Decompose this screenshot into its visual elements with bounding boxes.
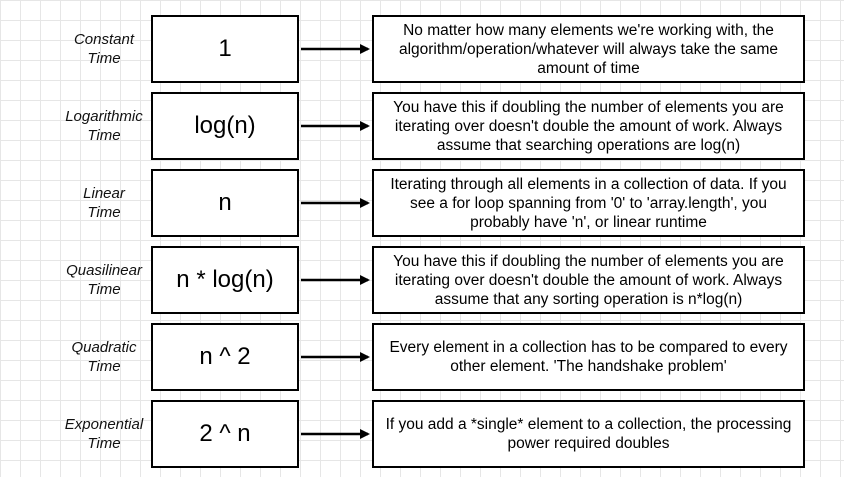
complexity-box: 1 bbox=[151, 15, 299, 83]
complexity-box: n ^ 2 bbox=[151, 323, 299, 391]
row-logarithmic-time: Logarithmic Time log(n) You have this if… bbox=[0, 92, 844, 160]
complexity-box: 2 ^ n bbox=[151, 400, 299, 468]
row-linear-time: Linear Time n Iterating through all elem… bbox=[0, 169, 844, 237]
complexity-box: n bbox=[151, 169, 299, 237]
description-box: Every element in a collection has to be … bbox=[372, 323, 805, 391]
row-label: Linear Time bbox=[50, 169, 158, 237]
row-label: Logarithmic Time bbox=[50, 92, 158, 160]
description-box: You have this if doubling the number of … bbox=[372, 92, 805, 160]
label-line1: Linear bbox=[83, 185, 125, 202]
label-line1: Exponential bbox=[64, 416, 144, 433]
row-quadratic-time: Quadratic Time n ^ 2 Every element in a … bbox=[0, 323, 844, 391]
label-line1: Logarithmic bbox=[65, 108, 143, 125]
row-label: Constant Time bbox=[50, 15, 158, 83]
label-line2: Time bbox=[87, 127, 121, 144]
description-box: Iterating through all elements in a coll… bbox=[372, 169, 805, 237]
label-line1: Quasilinear bbox=[66, 262, 142, 279]
label-line2: Time bbox=[87, 358, 121, 375]
row-label: Exponential Time bbox=[50, 400, 158, 468]
label-line1: Quadratic bbox=[71, 339, 137, 356]
row-quasilinear-time: Quasilinear Time n * log(n) You have thi… bbox=[0, 246, 844, 314]
complexity-box: log(n) bbox=[151, 92, 299, 160]
label-line1: Constant bbox=[73, 31, 135, 48]
row-label: Quadratic Time bbox=[50, 323, 158, 391]
row-constant-time: Constant Time 1 No matter how many eleme… bbox=[0, 15, 844, 83]
label-line2: Time bbox=[87, 435, 121, 452]
row-label: Quasilinear Time bbox=[50, 246, 158, 314]
description-box: No matter how many elements we're workin… bbox=[372, 15, 805, 83]
description-box: You have this if doubling the number of … bbox=[372, 246, 805, 314]
row-exponential-time: Exponential Time 2 ^ n If you add a *sin… bbox=[0, 400, 844, 468]
complexity-box: n * log(n) bbox=[151, 246, 299, 314]
label-line2: Time bbox=[87, 204, 121, 221]
description-box: If you add a *single* element to a colle… bbox=[372, 400, 805, 468]
label-line2: Time bbox=[87, 50, 121, 67]
label-line2: Time bbox=[87, 281, 121, 298]
